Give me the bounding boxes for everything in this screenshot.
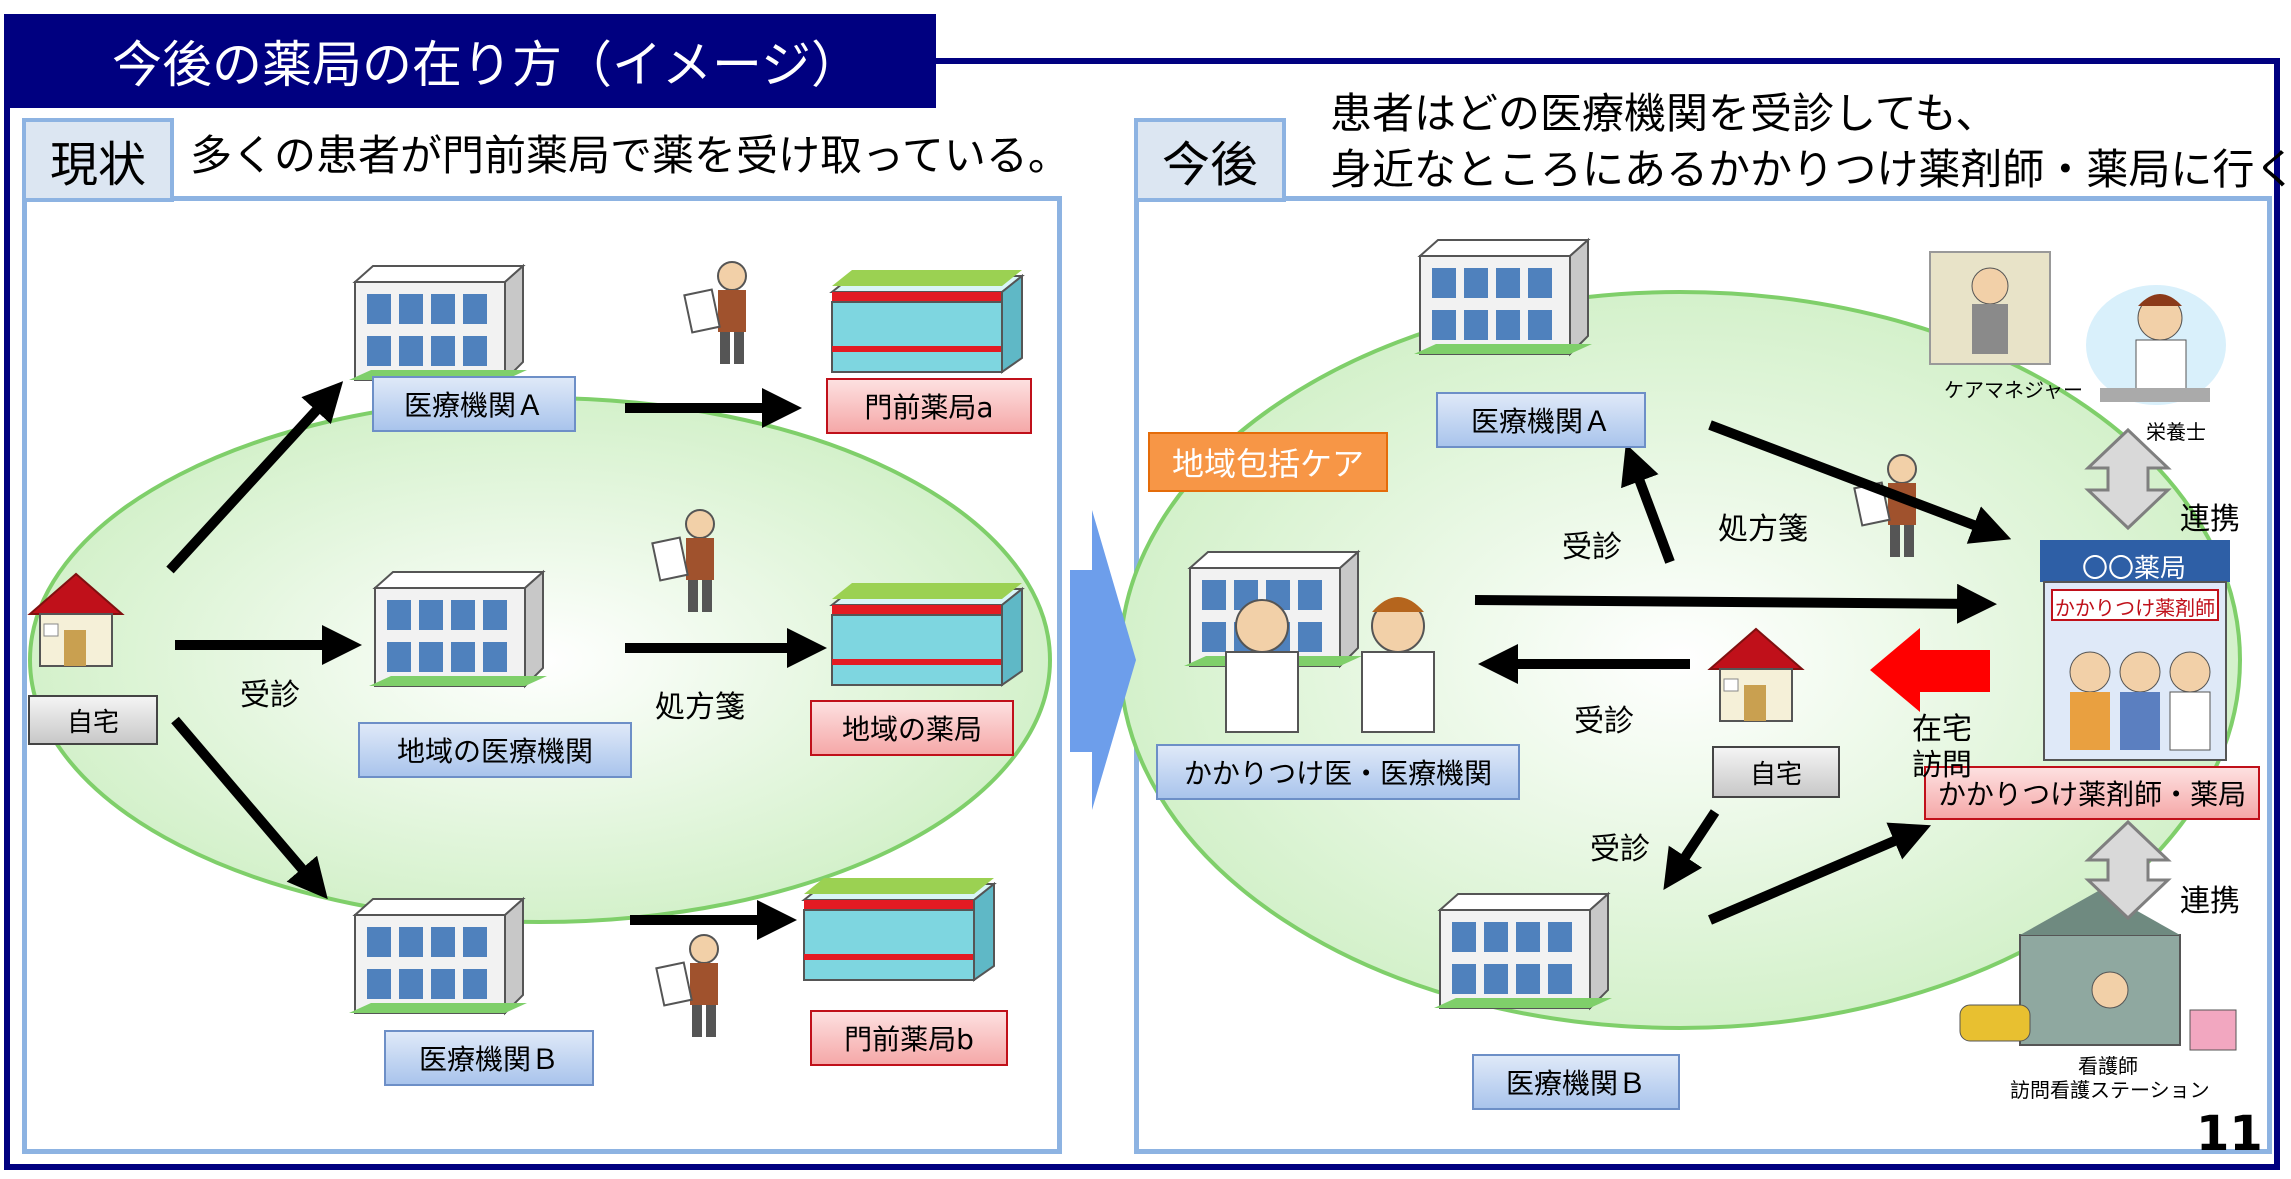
pharmacy-store-image bbox=[2040, 540, 2230, 761]
current-tag: 現状 bbox=[22, 118, 174, 202]
home-visit-arrow bbox=[1870, 628, 1990, 712]
cooperation-bottom-label: 連携 bbox=[2180, 884, 2240, 919]
pharmacist-label: かかりつけ薬剤師・薬局 bbox=[1924, 766, 2260, 820]
future-caption-line2: 身近なところにあるかかりつけ薬剤師・薬局に行く。 bbox=[1330, 145, 2291, 194]
current-caption: 多くの患者が門前薬局で薬を受け取っている。 bbox=[190, 131, 1070, 180]
pharmacy-sign: 〇〇薬局 bbox=[2081, 554, 2186, 584]
pharmacy-a-image bbox=[831, 269, 1023, 373]
home-visit-label-1: 在宅 bbox=[1912, 712, 1972, 747]
left-hospital-a-image bbox=[348, 265, 528, 381]
left-prescription-label: 処方箋 bbox=[655, 690, 745, 725]
left-hospital-a-label: 医療機関Ａ bbox=[372, 376, 576, 432]
home-visit-label-2: 訪問 bbox=[1912, 748, 1972, 783]
page-title: 今後の薬局の在り方（イメージ） bbox=[4, 14, 936, 108]
right-home-label: 自宅 bbox=[1712, 746, 1840, 798]
right-consult-bottom-label: 受診 bbox=[1590, 832, 1650, 867]
outer-frame bbox=[4, 58, 2280, 1170]
left-hospital-local-image bbox=[368, 571, 548, 687]
future-caption-line1: 患者はどの医療機関を受診しても、 bbox=[1330, 89, 1998, 138]
right-prescription-label: 処方箋 bbox=[1718, 512, 1808, 547]
care-manager-label: ケアマネジャー bbox=[1944, 378, 2083, 402]
nursing-station-image bbox=[1959, 890, 2237, 1051]
community-care-label: 地域包括ケア bbox=[1148, 432, 1388, 492]
left-consult-label: 受診 bbox=[240, 678, 300, 713]
family-doctor-label: かかりつけ医・医療機関 bbox=[1156, 744, 1520, 800]
right-hospital-b-image bbox=[1433, 893, 1613, 1009]
pharmacy-local-image bbox=[831, 582, 1023, 686]
left-patient-3 bbox=[655, 934, 719, 1038]
right-consult-top-label: 受診 bbox=[1562, 530, 1622, 565]
cooperation-arrow-bottom bbox=[2084, 819, 2172, 921]
left-hospital-b-label: 医療機関Ｂ bbox=[384, 1030, 594, 1086]
dietitian-label: 栄養士 bbox=[2146, 420, 2206, 444]
left-hospital-local-label: 地域の医療機関 bbox=[358, 722, 632, 778]
nursing-station-label: 訪問看護ステーション bbox=[2010, 1078, 2210, 1102]
care-manager-image bbox=[1929, 251, 2051, 365]
left-home-label: 自宅 bbox=[28, 695, 158, 745]
pharmacy-local-label: 地域の薬局 bbox=[810, 700, 1014, 756]
dietitian-image bbox=[2086, 285, 2226, 405]
pharmacy-a-label: 門前薬局a bbox=[826, 378, 1032, 434]
left-patient-1 bbox=[683, 261, 747, 365]
cooperation-arrow-top bbox=[2084, 427, 2172, 531]
right-hospital-a-label: 医療機関Ａ bbox=[1436, 392, 1646, 448]
cooperation-top-label: 連携 bbox=[2180, 502, 2240, 537]
transition-arrow bbox=[1070, 510, 1136, 810]
left-hospital-b-image bbox=[348, 898, 528, 1014]
nurse-staff-image bbox=[1361, 597, 1435, 733]
right-hospital-a-image bbox=[1413, 239, 1593, 355]
nurse-label: 看護師 bbox=[2078, 1054, 2138, 1078]
pharmacy-b-image bbox=[803, 877, 995, 981]
pharmacy-b-label: 門前薬局b bbox=[810, 1010, 1008, 1066]
future-tag: 今後 bbox=[1134, 118, 1286, 202]
doctor-image bbox=[1225, 599, 1299, 733]
right-hospital-b-label: 医療機関Ｂ bbox=[1472, 1054, 1680, 1110]
pharmacy-banner: かかりつけ薬剤師 bbox=[2054, 596, 2216, 620]
right-consult-mid-label: 受診 bbox=[1574, 704, 1634, 739]
page-number: 11 bbox=[2196, 1106, 2263, 1162]
